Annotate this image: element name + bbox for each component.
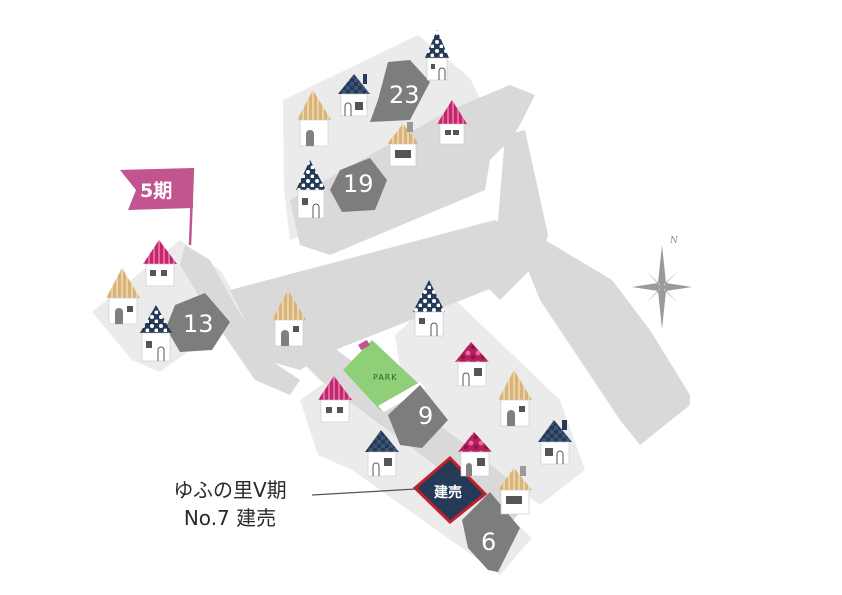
house-icon[interactable] — [296, 160, 326, 219]
house-icon[interactable] — [455, 342, 489, 387]
callout-line-1: ゆふの里Ⅴ期 — [173, 478, 287, 502]
road-diagonal — [230, 220, 525, 370]
road-east-spur — [575, 295, 605, 335]
house-icon[interactable] — [413, 280, 445, 337]
park-bench — [358, 339, 370, 351]
house-icon[interactable] — [458, 432, 492, 477]
road-inner-square — [470, 245, 530, 300]
road-left-branch — [180, 245, 300, 395]
park: PARK — [343, 339, 426, 412]
compass-icon: N — [632, 236, 692, 329]
lot-badge-9[interactable]: 9 — [388, 385, 448, 448]
house-icon[interactable] — [140, 305, 172, 362]
house-icon[interactable] — [272, 290, 306, 347]
park-area — [343, 340, 420, 410]
compass-north-label: N — [669, 236, 679, 246]
lot-number-19: 19 — [343, 170, 374, 198]
for-sale-label: 建売 — [434, 484, 462, 501]
lot-badge-23[interactable]: 23 — [370, 60, 430, 122]
lot-badge-19[interactable]: 19 — [330, 158, 387, 212]
park-label: PARK — [373, 373, 398, 382]
flag-icon — [120, 168, 193, 210]
lot-number-9: 9 — [418, 402, 433, 430]
for-sale-callout: ゆふの里Ⅴ期 No.7 建売 — [150, 476, 310, 532]
callout-leader-line — [311, 488, 417, 496]
house-icon[interactable] — [318, 376, 352, 423]
house-icon[interactable] — [425, 30, 449, 81]
house-icon[interactable] — [387, 122, 419, 167]
lot-number-13: 13 — [183, 310, 214, 338]
house-icon[interactable] — [498, 370, 532, 427]
for-sale-lot-7[interactable]: 建売 — [412, 455, 488, 524]
road-top-loop — [290, 85, 535, 255]
house-icon[interactable] — [437, 100, 467, 145]
park-path — [378, 382, 426, 412]
lot-number-6: 6 — [481, 528, 496, 556]
lot-number-badges: 23 19 13 9 6 — [166, 60, 520, 572]
houses — [106, 30, 572, 515]
house-icon[interactable] — [143, 240, 177, 287]
lot-badge-13[interactable]: 13 — [166, 293, 230, 352]
lots-right-block — [395, 290, 585, 505]
house-icon[interactable] — [538, 420, 572, 465]
house-icon[interactable] — [106, 268, 140, 325]
house-icon[interactable] — [297, 90, 331, 147]
house-icon[interactable] — [498, 466, 532, 515]
for-sale-badge — [412, 455, 488, 524]
phase-flag: 5期 — [120, 167, 195, 246]
house-icon[interactable] — [365, 430, 399, 477]
callout-line-2: No.7 建売 — [183, 506, 277, 530]
phase-flag-label: 5期 — [140, 180, 172, 202]
lot-number-23: 23 — [389, 81, 420, 109]
house-icon[interactable] — [338, 74, 370, 117]
road-east-loop — [520, 240, 690, 445]
